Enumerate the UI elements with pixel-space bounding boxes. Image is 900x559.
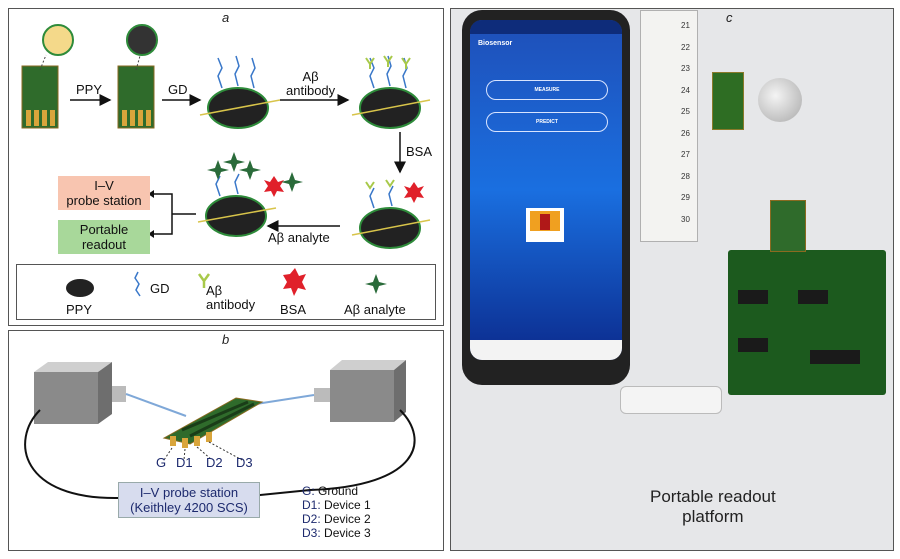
electrode-chip-ppy: [117, 24, 158, 129]
sensor-chip: [162, 397, 264, 448]
nav-bar: [470, 340, 622, 360]
chip-connector: [770, 200, 806, 252]
pin-label-g: G: [156, 455, 167, 470]
ruler-tick: 24: [681, 85, 690, 95]
ic-chip: [810, 350, 860, 364]
portable-readout-box: Portable readout: [58, 220, 150, 254]
ruler-tick: 25: [681, 107, 690, 116]
status-bar: [470, 20, 622, 34]
panel-b-graphics: [24, 360, 416, 500]
ruler-tick: 26: [681, 128, 690, 138]
step-bsa-label: BSA: [406, 144, 433, 159]
step-analyte-label: Aβ analyte: [268, 230, 330, 245]
legend-ppy: PPY: [66, 302, 93, 317]
legend-icons: [66, 268, 387, 297]
antibody-electrode: [351, 55, 431, 129]
app-logo: [526, 208, 564, 242]
coin: [758, 78, 802, 122]
ic-chip: [798, 290, 828, 304]
legend-analyte: Aβ analyte: [344, 302, 406, 317]
bsa-electrode: [351, 179, 431, 249]
panel-a-label: a: [222, 10, 230, 25]
pin-key-row: D3: Device 3: [302, 526, 371, 540]
panel-a-graphics: [21, 24, 431, 297]
readout-circuit-board: [728, 250, 886, 395]
ruler-tick: 30: [681, 214, 690, 224]
pin-key-row: D1: Device 1: [302, 498, 371, 512]
app-title: Biosensor: [478, 40, 513, 47]
panel-b-label: b: [222, 332, 230, 347]
step-ppy-label: PPY: [76, 82, 103, 97]
ruler-tick: 28: [681, 171, 690, 181]
legend-antibody: Aβ antibody: [206, 283, 256, 312]
station-box: I–V probe station (Keithley 4200 SCS): [118, 482, 260, 518]
ruler-tick: 22: [681, 42, 690, 52]
sensor-strip: [712, 72, 744, 130]
step-gd-label: GD: [168, 82, 188, 97]
ruler-tick: 27: [681, 150, 690, 159]
measure-button[interactable]: MEASURE: [486, 80, 608, 100]
legend-bsa: BSA: [280, 302, 307, 317]
pin-key-row: D2: Device 2: [302, 512, 371, 526]
ic-chip: [738, 290, 768, 304]
ruler-tick: 21: [681, 21, 690, 30]
ruler: 21 22 23 24 25 26 27 28 29 30: [640, 10, 698, 242]
left-instrument: [34, 362, 126, 424]
legend-box: [16, 264, 436, 320]
step-antibody-label: Aβ antibody: [286, 69, 336, 98]
iv-probe-station-box: I–V probe station: [58, 176, 150, 210]
usb-cable: [620, 386, 722, 414]
panel-c-label: c: [726, 10, 733, 25]
panel-c-caption: Portable readout platform: [650, 487, 776, 526]
phone-screen: Biosensor MEASURE PREDICT: [470, 20, 622, 360]
pin-key-row: G: Ground: [302, 484, 359, 498]
ruler-tick: 29: [681, 193, 690, 202]
legend-gd: GD: [150, 281, 170, 296]
right-instrument: [314, 360, 406, 422]
pin-label-d3: D3: [236, 455, 253, 470]
predict-button[interactable]: PREDICT: [486, 112, 608, 132]
ruler-tick: 23: [681, 64, 690, 73]
electrode-chip-bare: [21, 24, 74, 129]
pin-label-d1: D1: [176, 455, 193, 470]
pin-key: G: Ground D1: Device 1 D2: Device 2 D3: …: [302, 484, 371, 540]
analyte-electrode: [197, 152, 303, 237]
ppy-gd-electrode: [199, 55, 281, 129]
ic-chip: [738, 338, 768, 352]
pin-label-d2: D2: [206, 455, 223, 470]
